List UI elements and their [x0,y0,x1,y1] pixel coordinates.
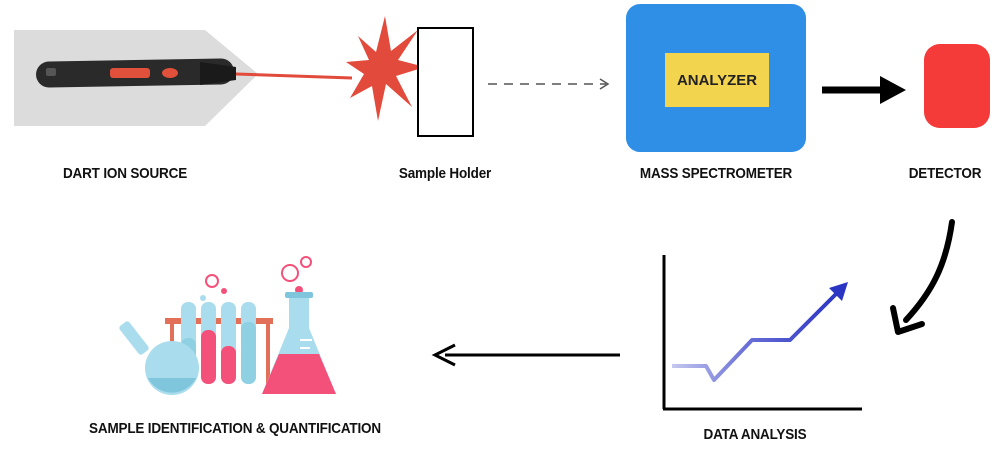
label-detector: DETECTOR [908,165,982,182]
mass-spectrometer: ANALYZER [626,4,806,152]
analyzer-label: ANALYZER [677,72,757,89]
label-dart-ion-source: DART ION SOURCE [62,165,188,182]
arrow-to-detector [822,76,906,104]
analyzer-box [665,53,769,107]
laser-beam [235,72,353,80]
label-data-analysis: DATA ANALYSIS [703,426,807,443]
arrow-to-sample-identification [431,343,620,367]
data-analysis-plot-icon [662,255,862,411]
curved-arrow-to-data-analysis [890,219,955,335]
lab-glassware-icon [119,256,336,395]
dart-ion-source [14,30,353,126]
ion-gun-icon [36,58,236,88]
sample-holder [417,27,474,137]
ionization-spark-icon [346,16,425,121]
label-sample-identification: SAMPLE IDENTIFICATION & QUANTIFICATION [89,420,381,437]
dashed-arrow-to-spectrometer [488,78,610,90]
label-mass-spectrometer: MASS SPECTROMETER [639,165,793,182]
label-sample-holder: Sample Holder [398,165,492,182]
detector [924,44,990,128]
